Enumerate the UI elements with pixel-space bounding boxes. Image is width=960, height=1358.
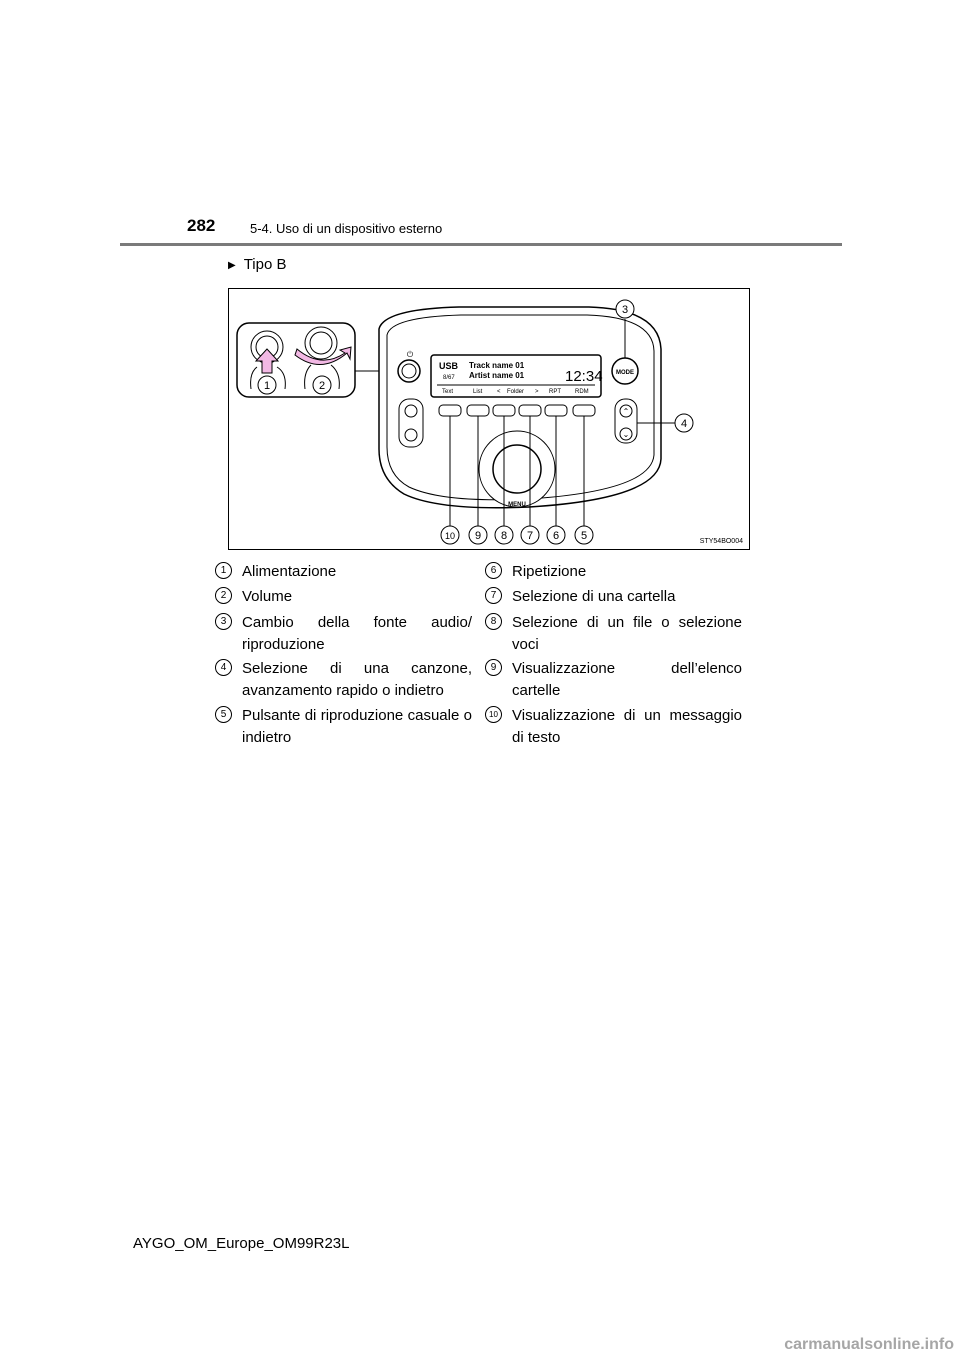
legend-item-5: 5 Pulsante di riproduzione casuale o ind… [215,705,472,749]
legend-number: 5 [215,706,232,723]
legend-number: 4 [215,659,232,676]
legend-text: Alimentazione [242,563,337,580]
softkey-rpt: RPT [549,389,561,395]
display-source: USB [439,361,459,371]
display-track: Track name 01 [469,361,525,370]
audio-unit-body: ⏻ USB Track name 01 Artist name 01 8/67 … [378,306,662,509]
header-rule [120,243,842,246]
callout-5: 5 [574,525,594,545]
legend-item-1: 1 Alimentazione [215,561,472,583]
type-heading-text: Tipo B [243,256,287,273]
legend-number: 7 [485,587,502,604]
section-title: 5-4. Uso di un dispositivo esterno [250,221,443,236]
legend-number: 2 [215,587,232,604]
page-number: 282 [187,216,216,235]
audio-unit-illustration: 1 2 ⏻ USB Track name 01 Artist name 01 8… [236,299,743,545]
legend-item-4: 4 Selezione di una canzone, avanzamento … [215,658,472,702]
legend-text: Visualizzazione dell’elenco cartelle [512,660,742,699]
callout-6: 6 [546,525,566,545]
softkey-rdm: RDM [575,389,589,395]
svg-text:2: 2 [319,380,325,392]
svg-text:9: 9 [475,530,481,542]
footer-document-code: AYGO_OM_Europe_OM99R23L [133,1235,350,1252]
legend-text: Selezione di un file o selezione voci [512,614,742,653]
legend-text: Volume [242,588,293,605]
legend-item-10: 10 Visualizzazione di un messaggio di te… [485,705,742,749]
type-heading: ▶ Tipo B [228,256,287,273]
legend-number: 8 [485,613,502,630]
svg-text:5: 5 [581,530,587,542]
leader-lines [449,319,675,527]
svg-text:10: 10 [445,531,455,541]
knob-inset: 1 2 [236,322,401,398]
softkey-text: Text [442,389,453,395]
callout-7: 7 [520,525,540,545]
callout-9: 9 [468,525,488,545]
legend-number: 3 [215,613,232,630]
legend-number: 6 [485,562,502,579]
callout-10: 10 [440,525,460,545]
legend-item-6: 6 Ripetizione [485,561,742,583]
callout-4: 4 [674,413,694,433]
watermark: carmanualsonline.info [784,1336,954,1353]
figure-code: STY54BO004 [700,538,743,545]
svg-text:7: 7 [527,530,533,542]
callout-8: 8 [494,525,514,545]
legend-item-8: 8 Selezione di un file o selezione voci [485,612,742,656]
legend-item-7: 7 Selezione di una cartella [485,586,742,608]
display-counter: 8/67 [443,375,455,381]
callout-2: 2 [312,375,332,395]
display-clock: 12:34 [565,368,603,385]
callout-1: 1 [257,375,277,395]
power-symbol-icon: ⏻ [407,350,414,359]
svg-text:6: 6 [553,530,559,542]
callout-3: 3 [615,299,635,319]
svg-text:1: 1 [264,380,270,392]
legend-text: Cambio della fonte audio/ riproduzione [242,614,472,653]
legend-number: 1 [215,562,232,579]
audio-unit-figure: 1 2 ⏻ USB Track name 01 Artist name 01 8… [228,288,750,550]
legend-text: Ripetizione [512,563,587,580]
legend-item-9: 9 Visualizzazione dell’elenco cartelle [485,658,742,702]
chevron-up-icon: ⌃ [623,407,630,416]
display-artist: Artist name 01 [469,371,525,380]
push-arrow-icon [254,348,280,374]
legend-text: Pulsante di riproduzione casuale o indie… [242,707,472,746]
legend-item-3: 3 Cambio della fonte audio/ riproduzione [215,612,472,656]
legend-text: Visualizzazione di un messaggio di testo [512,707,742,746]
rotate-arrow-icon [294,346,352,365]
svg-text:4: 4 [681,418,687,430]
menu-label: MENU [508,502,526,508]
svg-text:3: 3 [622,304,628,316]
softkey-list: List [473,389,483,395]
triangle-bullet-icon: ▶ [228,260,236,271]
legend-number: 10 [485,706,502,723]
svg-text:8: 8 [501,530,507,542]
legend-number: 9 [485,659,502,676]
softkey-next: > [535,389,539,395]
softkey-prev: < [497,389,501,395]
softkey-folder: Folder [507,389,524,395]
chevron-down-icon: ⌄ [623,430,630,439]
mode-label: MODE [616,370,634,376]
legend-text: Selezione di una canzone, avanzamento ra… [242,660,472,699]
legend-text: Selezione di una cartella [512,588,676,605]
legend-item-2: 2 Volume [215,586,472,608]
